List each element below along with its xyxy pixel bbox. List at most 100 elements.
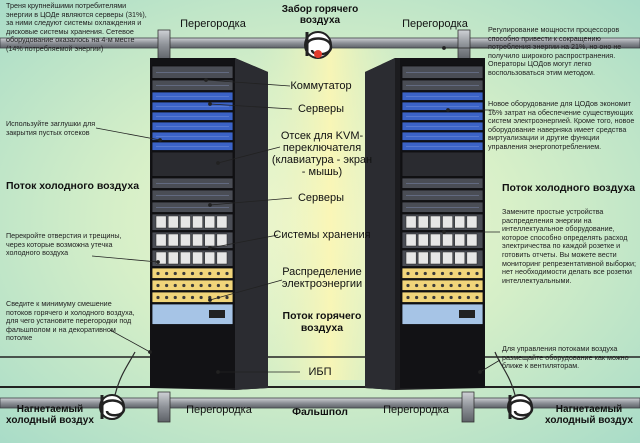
right-rack-drive-bay (466, 215, 478, 229)
left-rack-drive-bay (192, 251, 203, 265)
left-rack-outlet (156, 295, 160, 300)
bottom-partition-left-label: Перегородка (186, 404, 252, 416)
right-rack-outlet (432, 295, 436, 300)
right-rack-outlet (466, 271, 470, 276)
left-note-partitions: Сведите к минимуму смешение потоков горя… (6, 299, 135, 343)
label-servers-bottom: Серверы (297, 192, 345, 204)
left-rack-unit-ups (151, 303, 234, 325)
right-rack-drive-bay (442, 215, 453, 229)
right-rack-outlet (432, 271, 436, 276)
bottom-partition-right-label: Перегородка (383, 404, 449, 416)
right-rack-outlet (475, 271, 479, 276)
label-power-distribution: Распределение электроэнергии (281, 266, 363, 290)
left-rack-drive-bay (204, 215, 216, 229)
left-rack-drive-bay (216, 215, 228, 229)
left-rack-drive-bay (167, 215, 179, 229)
top-partition-left-label: Перегородка (180, 18, 246, 30)
right-rack-unit-kvm (401, 151, 484, 177)
label-hot-airflow: Поток горячего воздуха (282, 310, 362, 334)
right-rack-outlet (449, 283, 453, 288)
left-rack-outlet (216, 271, 220, 276)
right-rack-ups-panel (459, 310, 475, 318)
right-rack-drive-bay (442, 233, 453, 247)
left-rack-outlet (156, 283, 160, 288)
left-rack-drive-bay (216, 251, 228, 265)
right-rack-drive-bay (442, 251, 453, 265)
left-rack-drive-bay (155, 215, 167, 229)
left-rack-drive-bay (192, 233, 203, 247)
right-note-smart-pdu: Замените простые устройства распределени… (502, 207, 637, 285)
label-switch: Коммутатор (290, 80, 352, 92)
left-rack-outlet (208, 283, 212, 288)
right-rack-outlet (449, 295, 453, 300)
top-partition-left-post (157, 29, 171, 61)
left-rack-drive-bay (155, 251, 167, 265)
left-rack-outlet (225, 271, 229, 276)
right-rack-outlet (406, 271, 410, 276)
right-rack-drive-bay (454, 251, 466, 265)
right-rack-drive-bay (405, 215, 417, 229)
right-rack-outlet (415, 295, 419, 300)
right-rack-drive-bay (466, 251, 478, 265)
left-rack-outlet (208, 271, 212, 276)
left-rack-drive-bay (180, 215, 191, 229)
label-ups: ИБП (308, 366, 332, 378)
left-rack-outlet (190, 283, 195, 288)
left-rack-outlet (190, 271, 195, 276)
right-rack-drive-bay (430, 215, 441, 229)
left-rack-outlet (182, 283, 186, 288)
right-rack-drive-bay (454, 233, 466, 247)
left-rack-drive-bay (180, 233, 191, 247)
left-rack-outlet (216, 295, 220, 300)
right-rack-drive-bay (417, 215, 429, 229)
bottom-partition-left-post (157, 391, 171, 423)
left-note-blanking-panels: Используйте заглушки для закрытия пустых… (6, 119, 96, 137)
left-rack-outlet (173, 271, 177, 276)
raised-floor-label: Фальшпол (292, 406, 348, 418)
top-partition-right-label: Перегородка (402, 18, 468, 30)
right-rack-outlet (440, 271, 445, 276)
right-rack-outlet (432, 283, 436, 288)
top-partition-right-post (457, 29, 471, 61)
left-note-seal-gaps: Перекройте отверстия и трещины, через ко… (6, 231, 122, 258)
right-note-cpu-power: Регулирование мощности процессоров спосо… (488, 25, 622, 77)
left-note-energy-consumers: Треня крупнейшими потребителями энергии … (6, 1, 147, 53)
right-rack-outlet (440, 295, 445, 300)
left-rack-outlet (199, 271, 203, 276)
cold-airflow-right (494, 351, 516, 396)
left-rack-outlet (199, 283, 203, 288)
right-rack-drive-bay (430, 251, 441, 265)
right-rack-drive-bay (405, 233, 417, 247)
label-storage: Системы хранения (273, 229, 371, 241)
right-rack-outlet (458, 295, 462, 300)
left-rack-outlet (225, 283, 229, 288)
left-rack-outlet (156, 271, 160, 276)
right-rack-drive-bay (454, 215, 466, 229)
right-rack-drive-bay (430, 233, 441, 247)
left-rack-outlet (165, 283, 169, 288)
right-rack-drive-bay (405, 251, 417, 265)
left-rack-outlet (173, 295, 177, 300)
supply-fan-left-icon (99, 394, 126, 420)
supply-right-label: Нагнетаемый холодный воздух (545, 404, 633, 426)
right-rack-outlet (466, 283, 470, 288)
left-rack-outlet (199, 295, 203, 300)
right-rack-outlet (415, 283, 419, 288)
left-rack-outlet (165, 271, 169, 276)
right-rack-outlet (475, 283, 479, 288)
fence-label: Забор горячего воздуха (281, 4, 359, 26)
right-rack-outlet (406, 295, 410, 300)
right-note-new-equipment: Новое оборудование для ЦОДов экономит 16… (488, 99, 635, 151)
right-rack-outlet (440, 283, 445, 288)
left-rack-drive-bay (180, 251, 191, 265)
right-rack-outlet (423, 271, 427, 276)
label-kvm-bay: Отсек для KVM-переключателя (клавиатура … (271, 130, 373, 178)
right-rack-unit-ups (401, 303, 484, 325)
right-rack-outlet (475, 295, 479, 300)
left-rack-outlet (225, 295, 229, 300)
left-rack-drive-bay (167, 251, 179, 265)
cold-airflow-left (114, 351, 136, 396)
left-rack-drive-bay (216, 233, 228, 247)
